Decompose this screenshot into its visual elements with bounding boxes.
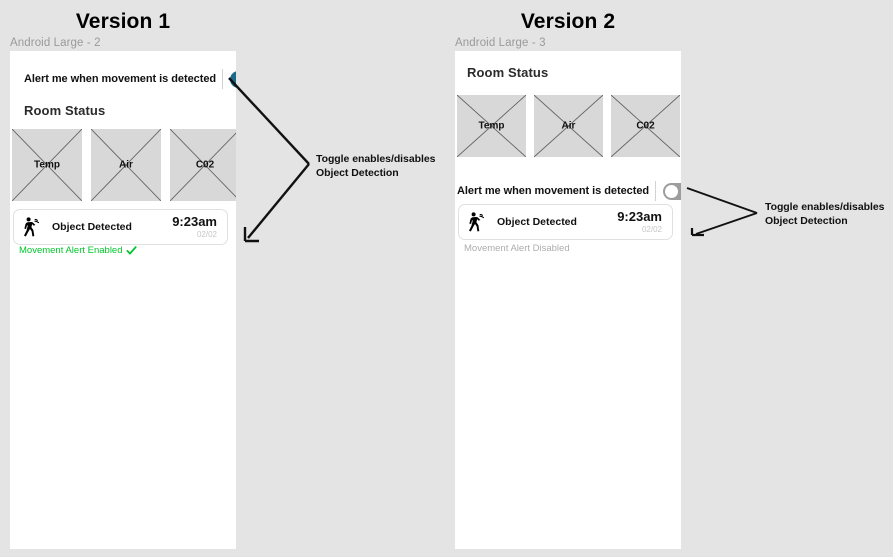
v2-toggle-knob bbox=[665, 184, 679, 198]
v2-row-divider bbox=[655, 181, 657, 201]
v1-notification-time: 9:23am bbox=[172, 214, 217, 229]
version-2-frame-label: Android Large - 3 bbox=[455, 37, 546, 49]
placeholder-cross-icon bbox=[611, 95, 680, 157]
v2-status-text: Movement Alert Disabled bbox=[464, 243, 570, 254]
v1-tile-temp-label: Temp bbox=[34, 159, 60, 171]
v1-annotation-arrows bbox=[228, 77, 310, 243]
v2-notification-title: Object Detected bbox=[497, 216, 577, 228]
v1-row-divider bbox=[222, 69, 224, 89]
v1-room-status-heading: Room Status bbox=[24, 103, 106, 118]
v1-notification-timestamp: 9:23am 02/02 bbox=[172, 215, 217, 239]
v1-room-status-tiles: Temp Air C02 bbox=[12, 129, 236, 201]
version-2-title: Version 2 bbox=[520, 10, 616, 33]
v2-tile-temp[interactable]: Temp bbox=[457, 95, 526, 157]
v2-notification-time: 9:23am bbox=[617, 209, 662, 224]
v2-notification-card[interactable]: Object Detected 9:23am 02/02 bbox=[458, 204, 673, 240]
v1-tile-co2-label: C02 bbox=[195, 159, 215, 171]
placeholder-cross-icon bbox=[12, 129, 82, 201]
v2-annotation-text: Toggle enables/disables Object Detection bbox=[765, 201, 885, 228]
v1-status-badge: Movement Alert Enabled bbox=[19, 245, 137, 256]
v2-room-status-heading: Room Status bbox=[467, 65, 549, 80]
walking-person-motion-icon bbox=[469, 212, 485, 232]
v1-annotation-text: Toggle enables/disables Object Detection bbox=[316, 153, 436, 180]
v2-alert-toggle-row[interactable]: Alert me when movement is detected bbox=[457, 180, 681, 202]
v1-alert-label: Alert me when movement is detected bbox=[24, 73, 217, 85]
v1-tile-air-label: Air bbox=[119, 159, 133, 171]
v2-annotation-arrows bbox=[686, 187, 758, 237]
placeholder-cross-icon bbox=[91, 129, 161, 201]
v1-tile-air[interactable]: Air bbox=[91, 129, 161, 201]
v1-notification-card[interactable]: Object Detected 9:23am 02/02 bbox=[13, 209, 228, 245]
v2-alert-label: Alert me when movement is detected bbox=[457, 185, 650, 197]
v1-status-text: Movement Alert Enabled bbox=[19, 245, 123, 256]
v2-tile-temp-label: Temp bbox=[478, 120, 505, 132]
v1-alert-toggle-row[interactable]: Alert me when movement is detected bbox=[24, 68, 236, 90]
v2-status-badge: Movement Alert Disabled bbox=[464, 243, 570, 254]
placeholder-cross-icon bbox=[457, 95, 526, 157]
walking-person-motion-icon bbox=[24, 217, 40, 237]
check-icon bbox=[126, 246, 137, 255]
v1-tile-temp[interactable]: Temp bbox=[12, 129, 82, 201]
v1-notification-date: 02/02 bbox=[196, 230, 217, 239]
v2-notification-date: 02/02 bbox=[641, 225, 662, 234]
v1-tile-co2[interactable]: C02 bbox=[170, 129, 236, 201]
version-2-phone-frame: Room Status Temp Air bbox=[455, 51, 681, 549]
v2-tile-air-label: Air bbox=[561, 120, 576, 132]
version-1-frame-label: Android Large - 2 bbox=[10, 37, 101, 49]
version-1-title: Version 1 bbox=[75, 10, 171, 33]
v2-room-status-tiles: Temp Air C02 bbox=[457, 95, 680, 157]
v2-tile-co2[interactable]: C02 bbox=[611, 95, 680, 157]
v2-tile-co2-label: C02 bbox=[636, 120, 655, 132]
v2-movement-alert-toggle[interactable] bbox=[663, 182, 681, 200]
v1-notification-title: Object Detected bbox=[52, 221, 132, 233]
v1-movement-alert-toggle[interactable] bbox=[230, 70, 236, 88]
placeholder-cross-icon bbox=[534, 95, 603, 157]
version-1-phone-frame: Alert me when movement is detected Room … bbox=[10, 51, 236, 549]
v2-notification-timestamp: 9:23am 02/02 bbox=[617, 210, 662, 234]
v2-tile-air[interactable]: Air bbox=[534, 95, 603, 157]
